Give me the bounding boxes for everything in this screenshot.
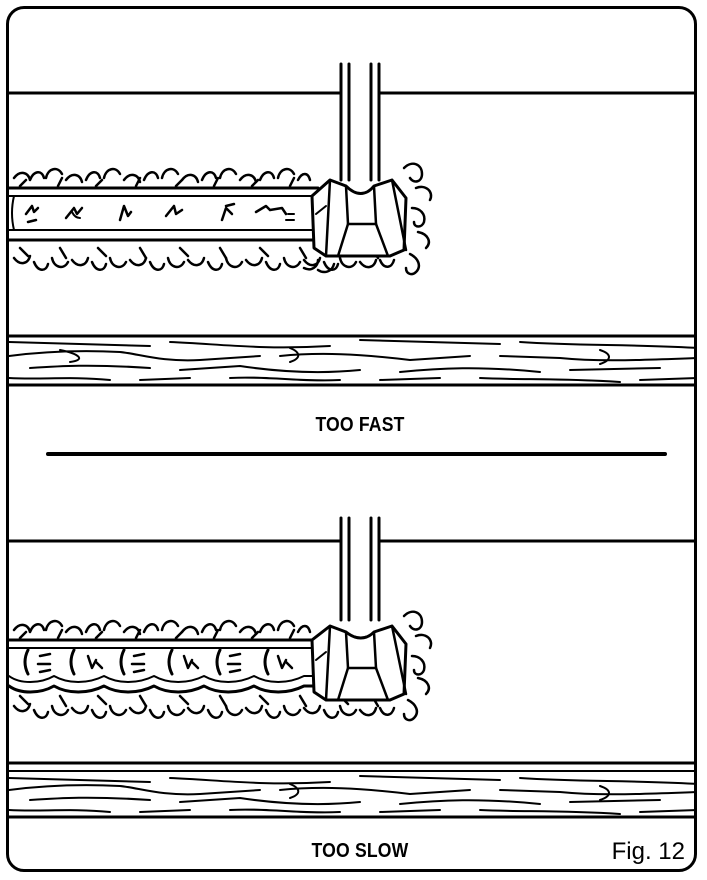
bit-shavings bbox=[402, 610, 433, 722]
caption-too-slow: TOO SLOW bbox=[311, 840, 409, 862]
drill-shank bbox=[339, 516, 381, 630]
chip-channel bbox=[9, 186, 320, 242]
drill-shank bbox=[339, 62, 381, 192]
caption-too-fast: TOO FAST bbox=[315, 414, 405, 436]
wood-grain bbox=[9, 339, 694, 387]
wood-shavings-lower bbox=[12, 694, 396, 719]
too-slow-panel bbox=[9, 516, 694, 819]
figure-label: Fig. 12 bbox=[611, 838, 685, 865]
drill-bit-head bbox=[310, 624, 408, 702]
too-fast-panel bbox=[9, 62, 694, 387]
bit-shavings bbox=[302, 162, 433, 276]
wood-shavings bbox=[12, 619, 312, 640]
chip-channel bbox=[9, 638, 320, 694]
wood-shavings bbox=[12, 167, 312, 188]
drill-bit-head bbox=[310, 178, 408, 258]
wood-grain bbox=[9, 770, 694, 819]
